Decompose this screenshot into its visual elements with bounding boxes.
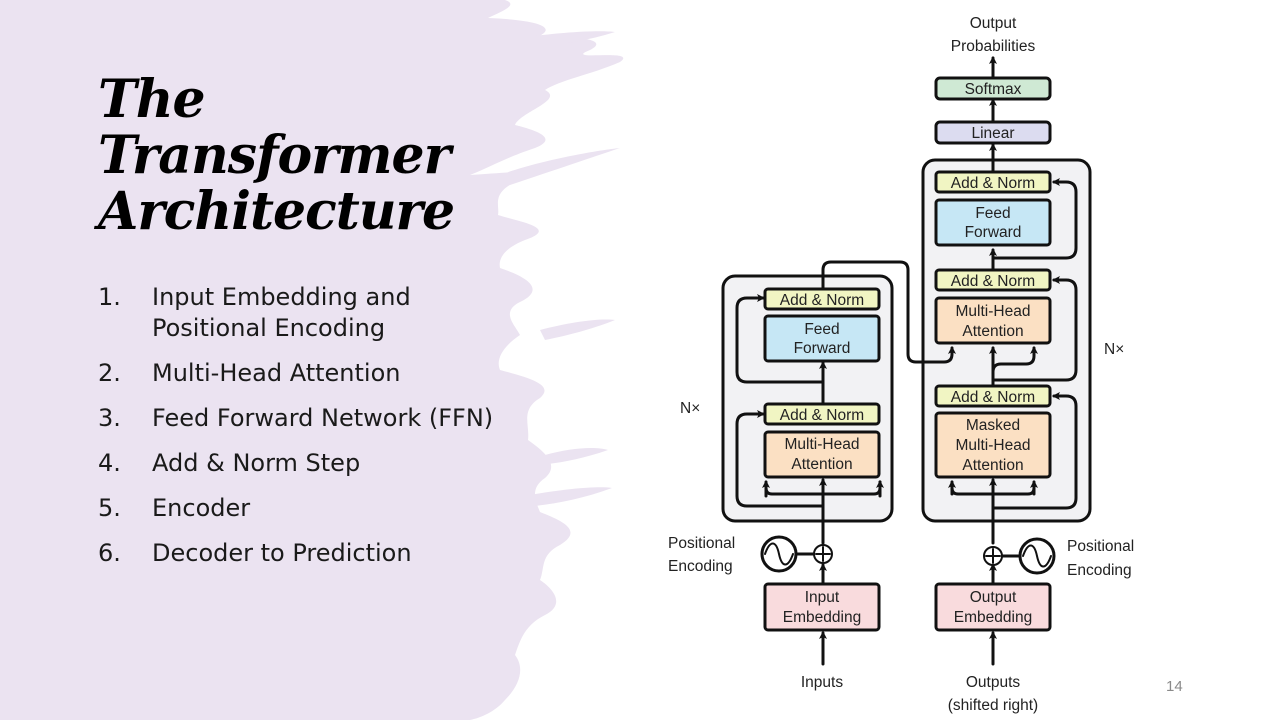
decoder-masked-attention — [934, 411, 1052, 479]
encoder-to-decoder — [821, 260, 956, 364]
decoder-masked-fork — [950, 486, 1036, 496]
decoder-input-label: Outputs — [966, 674, 1021, 691]
decoder-embedding-label: Output — [970, 589, 1017, 606]
encoder-add-norm-bottom-label: Add & Norm — [780, 407, 864, 424]
decoder-residual — [991, 276, 1078, 382]
encoder-add-norm-bottom — [763, 402, 881, 426]
brush-shape — [0, 0, 624, 720]
decoder-input-label: (shifted right) — [948, 697, 1038, 714]
agenda-number: 2. — [98, 359, 121, 387]
encoder-residual — [735, 410, 825, 508]
decoder-attention-label: Multi-Head — [956, 303, 1031, 320]
encoder-feed-forward — [763, 314, 881, 363]
decoder-add-norm-bottom-label: Add & Norm — [951, 389, 1035, 406]
decoder-embedding — [934, 582, 1052, 632]
output-probabilities-label: Probabilities — [951, 38, 1036, 55]
title-line: Architecture — [98, 181, 455, 242]
decoder-embedding-label: Embedding — [954, 609, 1032, 626]
agenda-number: 4. — [98, 449, 121, 477]
encoder-embedding-label: Embedding — [783, 609, 861, 626]
slide-title: The Transformer Architecture — [98, 69, 455, 242]
agenda-item: 6. Decoder to Prediction — [98, 538, 532, 569]
decoder-positional-encoding-label: Positional — [1067, 538, 1134, 555]
agenda-list: 1. Input Embedding and Positional Encodin… — [98, 282, 532, 583]
agenda-number: 5. — [98, 494, 121, 522]
decoder-positional-encoding-label: Encoding — [1067, 562, 1132, 579]
encoder-add-norm-top-label: Add & Norm — [780, 292, 864, 309]
agenda-item: 3. Feed Forward Network (FFN) — [98, 403, 532, 434]
title-line: The — [98, 69, 206, 130]
encoder-positional-encoding-label: Encoding — [668, 558, 733, 575]
brush-streak — [545, 447, 608, 464]
decoder-attention-label: Attention — [962, 323, 1023, 340]
decoder-feed-forward-label: Feed — [975, 205, 1010, 222]
agenda-text: Add & Norm Step — [152, 449, 361, 477]
agenda-text: Encoder — [152, 494, 251, 522]
decoder-residual — [991, 392, 1078, 510]
encoder-repeat-label: N× — [680, 400, 700, 417]
decoder-feed-forward-label: Forward — [965, 224, 1022, 241]
encoder-add-norm-top — [763, 287, 881, 311]
decoder-add-norm-bottom — [934, 384, 1052, 408]
linear-box — [934, 120, 1052, 145]
brush-streak — [540, 319, 615, 340]
agenda-text: Decoder to Prediction — [152, 539, 412, 567]
decoder-repeat-label: N× — [1104, 341, 1124, 358]
agenda-number: 3. — [98, 404, 121, 432]
agenda-text: Feed Forward Network (FFN) — [152, 404, 494, 432]
brush-streak — [530, 487, 612, 506]
encoder-attention-label: Multi-Head — [785, 436, 860, 453]
encoder-feed-forward-label: Feed — [804, 321, 839, 338]
agenda-text: Input Embedding and Positional Encoding — [152, 283, 411, 342]
title-line: Transformer — [98, 125, 451, 186]
encoder-input-label: Inputs — [801, 674, 843, 691]
linear-label: Linear — [971, 125, 1014, 142]
encoder-attention — [763, 430, 881, 479]
encoder-feed-forward-label: Forward — [794, 340, 851, 357]
agenda-number: 1. — [98, 283, 121, 311]
encoder-residual — [735, 294, 825, 384]
brush-streak — [500, 148, 620, 185]
decoder-add-norm-mid — [934, 268, 1052, 292]
decoder-feed-forward — [934, 198, 1052, 247]
decoder-add-norm-top — [934, 170, 1052, 194]
encoder-positional-encoding-label: Positional — [668, 535, 735, 552]
agenda-item: 4. Add & Norm Step — [98, 448, 532, 479]
encoder-embedding-label: Input — [805, 589, 840, 606]
agenda-item: 1. Input Embedding and Positional Encodin… — [98, 282, 532, 344]
brush-streak — [520, 31, 615, 48]
agenda-item: 5. Encoder — [98, 493, 532, 524]
encoder-embedding — [763, 582, 881, 632]
agenda-item: 2. Multi-Head Attention — [98, 358, 532, 389]
output-probabilities-label: Output — [970, 15, 1017, 32]
decoder-residual — [991, 178, 1078, 260]
decoder-add-norm-top-label: Add & Norm — [951, 175, 1035, 192]
decoder-attention — [934, 296, 1052, 345]
page-number: 14 — [1166, 678, 1183, 695]
decoder-masked-attention-label: Masked — [966, 417, 1020, 434]
agenda-number: 6. — [98, 539, 121, 567]
encoder-attention-label: Attention — [791, 456, 852, 473]
decoder-masked-attention-label: Multi-Head — [956, 437, 1031, 454]
decoder-masked-attention-label: Attention — [962, 457, 1023, 474]
softmax-box — [934, 76, 1052, 101]
softmax-label: Softmax — [965, 81, 1022, 98]
decoder-add-norm-mid-label: Add & Norm — [951, 273, 1035, 290]
agenda-text: Multi-Head Attention — [152, 359, 401, 387]
encoder-stack — [721, 274, 894, 523]
